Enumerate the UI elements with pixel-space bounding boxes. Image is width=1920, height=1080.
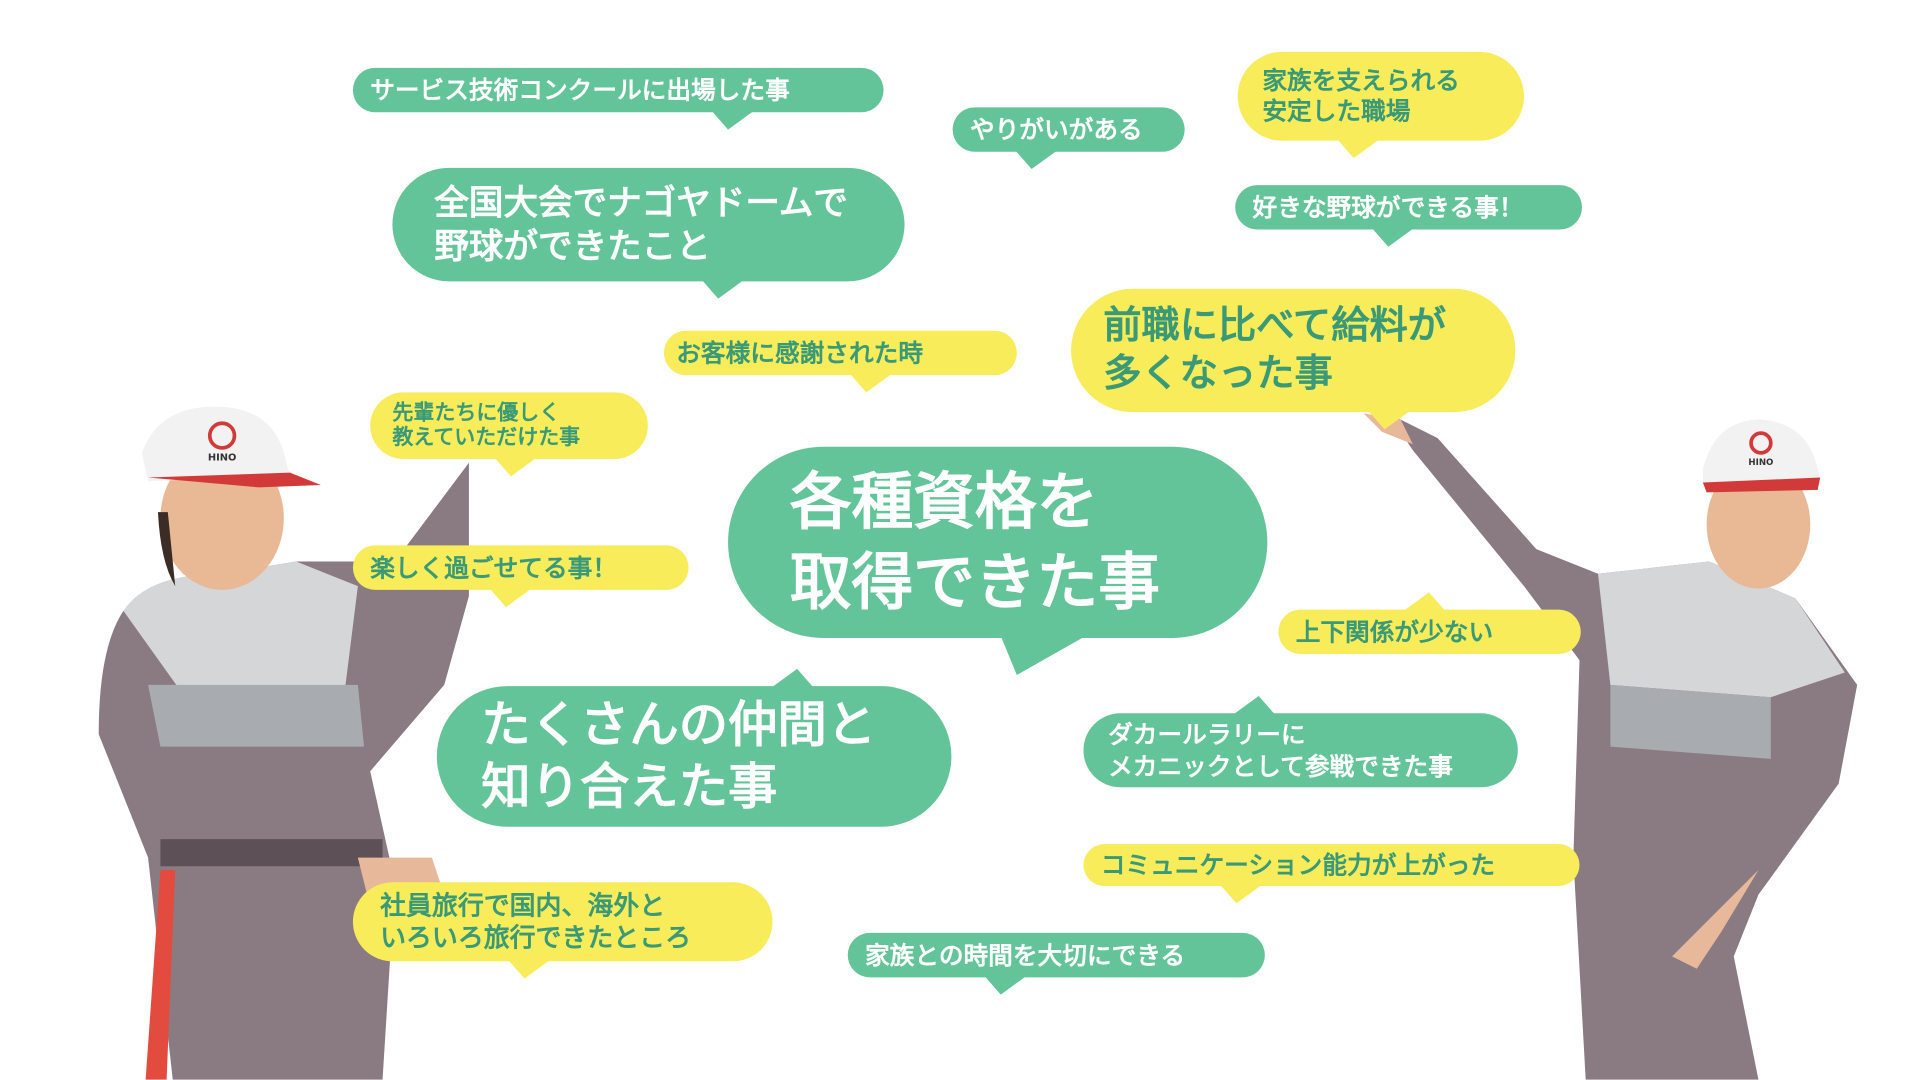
bubble-friends: たくさんの仲間と知り合えた事 (436, 668, 952, 827)
bubble-text: やりがいがある (969, 114, 1143, 144)
bubble-tail (507, 958, 552, 979)
bubble-text: 全国大会でナゴヤドームで野球ができたこと (434, 181, 848, 267)
bubble-salary: 前職に比べて給料が多くなった事 (1071, 288, 1516, 430)
bubble-text: 好きな野球ができる事！ (1252, 191, 1524, 222)
bubble-line: 多くなった事 (1103, 351, 1333, 397)
bubble-text: お客様に感謝された時 (676, 337, 924, 368)
bubble-tail (1014, 149, 1059, 170)
bubble-dakar: ダカールラリーにメカニックとして参戦できた事 (1083, 695, 1518, 788)
bubble-line: 先輩たちに優しく (392, 400, 561, 426)
bubble-line: いろいろ旅行できたところ (380, 923, 692, 953)
cap-logo: HINO (208, 452, 237, 463)
bubble-text: 社員旅行で国内、海外といろいろ旅行できたところ (380, 889, 691, 954)
bubble-tail (710, 109, 756, 130)
bubble-line: メカニックとして参戦できた事 (1108, 751, 1453, 782)
worker-left-photo: HINO (98, 406, 469, 1080)
bubble-hierarchy: 上下関係が少ない (1278, 592, 1581, 655)
bubble-service-contest: サービス技術コンクールに出場した事 (352, 67, 884, 130)
bubble-line: 全国大会でナゴヤドームで (434, 182, 848, 224)
bubble-tail (848, 372, 894, 393)
bubble-line: 安定した職場 (1262, 96, 1411, 126)
bubble-line: 知り合えた事 (481, 758, 778, 816)
bubble-family-time: 家族との時間を大切にできる (847, 932, 1265, 995)
bubble-customer-thanks: お客様に感謝された時 (663, 330, 1017, 393)
bubble-line: ダカールラリーに (1108, 719, 1306, 750)
bubble-tail (1401, 592, 1447, 613)
bubble-line: 社員旅行で国内、海外と (380, 890, 666, 921)
bubble-tail (1231, 695, 1276, 716)
bubble-line: 取得できた事 (789, 546, 1160, 618)
bubble-tail (1336, 138, 1381, 158)
bubble-company-trip: 社員旅行で国内、海外といろいろ旅行できたところ (352, 882, 773, 979)
bubble-communication: コミュニケーション能力が上がった (1083, 844, 1580, 904)
bubble-qualifications: 各種資格を取得できた事 (728, 446, 1268, 675)
bubble-text: サービス技術コンクールに出場した事 (370, 74, 790, 105)
bubble-text: 先輩たちに優しく教えていただけた事 (392, 401, 580, 451)
bubble-text: 各種資格を取得できた事 (790, 462, 1160, 622)
bubble-tail (493, 456, 539, 477)
bubble-tail (700, 278, 746, 299)
bubble-text: ダカールラリーにメカニックとして参戦できた事 (1108, 718, 1453, 782)
worker-right-photo: HINO (1363, 413, 1858, 1080)
bubble-line: 家族を支えられる (1262, 65, 1460, 96)
cap-logo: HINO (1748, 458, 1773, 468)
bubble-text: コミュニケーション能力が上がった (1100, 849, 1496, 880)
bubble-baseball: 好きな野球ができる事！ (1235, 185, 1582, 247)
bubble-tail (488, 587, 534, 608)
bubble-line: 各種資格を (789, 465, 1099, 538)
bubble-line: 教えていただけた事 (392, 425, 581, 451)
bubble-tail (1367, 409, 1412, 430)
bubble-nagoya-dome: 全国大会でナゴヤドームで野球ができたこと (392, 167, 905, 299)
bubble-rewarding: やりがいがある (952, 107, 1185, 170)
bubble-line: 野球ができたこと (434, 225, 711, 267)
bubble-tail (983, 974, 1028, 995)
bubble-tail (1219, 883, 1264, 904)
bubble-tail (1370, 227, 1416, 247)
bubble-text: 前職に比べて給料が多くなった事 (1103, 303, 1446, 399)
bubble-text: 楽しく過ごせてる事！ (370, 552, 617, 582)
bubble-fun: 楽しく過ごせてる事！ (352, 545, 689, 608)
bubble-text: 家族を支えられる安定した職場 (1262, 65, 1459, 127)
bubble-text: たくさんの仲間と知り合えた事 (481, 695, 876, 818)
bubble-support-family: 家族を支えられる安定した職場 (1237, 51, 1524, 158)
bubble-line: 前職に比べて給料が (1103, 303, 1446, 349)
bubble-seniors: 先輩たちに優しく教えていただけた事 (370, 392, 648, 477)
bubble-tail (999, 633, 1091, 675)
bubble-text: 家族との時間を大切にできる (865, 939, 1186, 970)
bubble-line: たくさんの仲間と (481, 697, 877, 754)
bubble-tail (770, 668, 815, 689)
bubble-text: 上下関係が少ない (1295, 616, 1494, 646)
